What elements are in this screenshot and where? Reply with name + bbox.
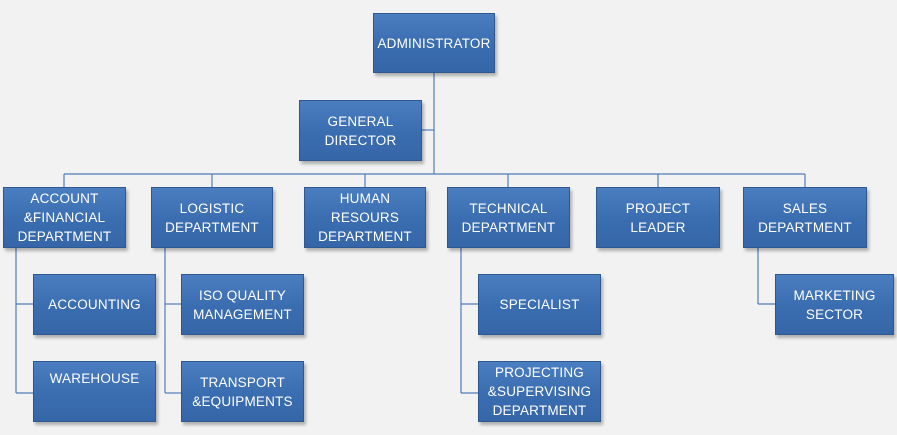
accounting-box: ACCOUNTING (33, 274, 156, 335)
warehouse-box: WAREHOUSE (33, 361, 156, 422)
marketing-sector-box: MARKETING SECTOR (775, 274, 894, 335)
transport-equipments-box: TRANSPORT &EQUIPMENTS (181, 361, 304, 422)
human-resources-department-box: HUMAN RESOURS DEPARTMENT (304, 187, 426, 248)
general-director-box: GENERAL DIRECTOR (299, 100, 422, 161)
project-leader-box: PROJECT LEADER (596, 187, 720, 248)
logistic-department-box: LOGISTIC DEPARTMENT (151, 187, 273, 248)
projecting-supervising-department-box: PROJECTING &SUPERVISING DEPARTMENT (478, 361, 601, 422)
account-financial-department-box: ACCOUNT &FINANCIAL DEPARTMENT (3, 187, 126, 248)
technical-department-box: TECHNICAL DEPARTMENT (447, 187, 570, 248)
sales-department-box: SALES DEPARTMENT (743, 187, 867, 248)
iso-quality-management-box: ISO QUALITY MANAGEMENT (181, 274, 304, 335)
specialist-box: SPECIALIST (478, 274, 601, 335)
administrator-box: ADMINISTRATOR (373, 13, 495, 73)
